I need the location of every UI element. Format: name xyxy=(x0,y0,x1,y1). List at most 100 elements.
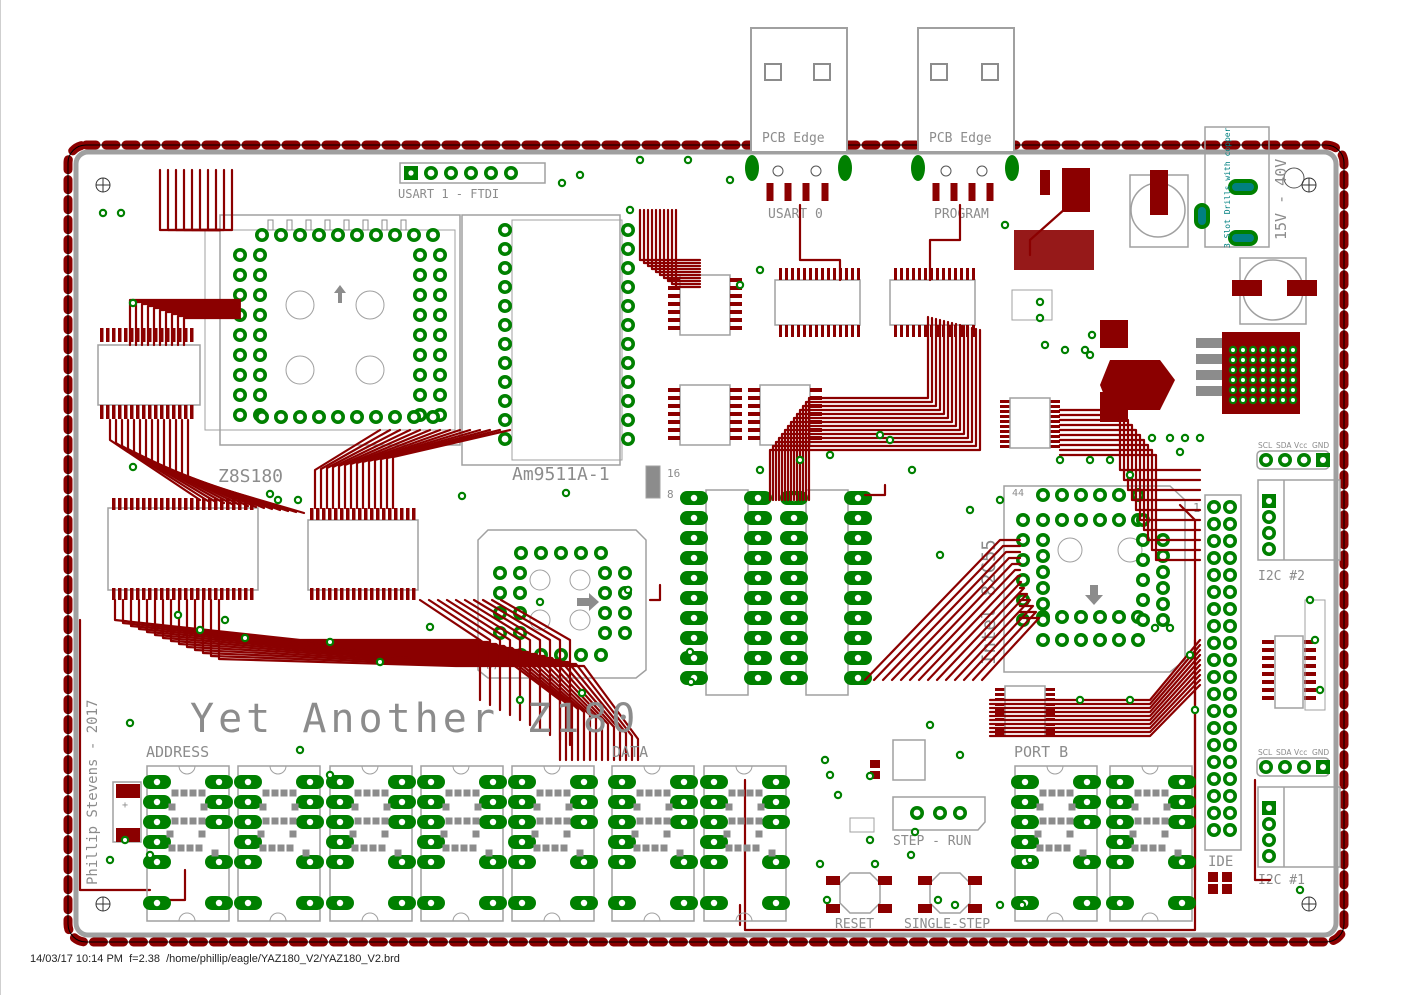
display-segment xyxy=(351,803,359,811)
cpu-pin xyxy=(433,308,447,322)
pcb-edge-label: PCB Edge xyxy=(762,131,825,146)
power-module-via xyxy=(1278,355,1288,365)
flash-chip-2 xyxy=(307,519,419,591)
single-step-button[interactable] xyxy=(918,872,982,914)
display-notch xyxy=(735,765,753,775)
ide-pin xyxy=(1207,823,1221,837)
ic-pin xyxy=(394,508,398,520)
trace xyxy=(798,203,842,282)
tssop-pins xyxy=(100,328,416,600)
ic-pin xyxy=(322,588,326,600)
ic-pin xyxy=(748,436,760,440)
ic-pin xyxy=(936,325,939,337)
ide-pin xyxy=(1207,551,1221,565)
apu-pin16-label: 16 xyxy=(667,467,680,480)
dip-pin xyxy=(680,631,708,645)
slot-drill-note: 3 Slot Drills with copper xyxy=(1223,127,1232,248)
power-module-via xyxy=(1278,375,1288,385)
trace xyxy=(988,653,1202,714)
ide-pin xyxy=(1223,568,1237,582)
trace xyxy=(158,308,242,347)
ic-pin xyxy=(154,405,158,419)
via xyxy=(457,491,467,501)
ic-pin xyxy=(322,508,326,520)
display-pin xyxy=(570,815,598,829)
display-pin xyxy=(479,855,507,869)
trace xyxy=(126,418,226,505)
ic-pin xyxy=(226,588,230,600)
dip-pin xyxy=(680,591,708,605)
seven-segment-display xyxy=(508,765,598,922)
data-label: DATA xyxy=(612,743,648,761)
ide-pin xyxy=(1207,670,1221,684)
display-segment xyxy=(576,849,584,857)
trace xyxy=(325,428,402,510)
cpu-pin xyxy=(331,410,345,424)
cpu-pin xyxy=(413,348,427,362)
dip-pin xyxy=(744,491,772,505)
display-segment xyxy=(289,817,297,825)
cpu-pin xyxy=(293,410,307,424)
display-segment xyxy=(394,849,402,857)
cpu-pin xyxy=(407,410,421,424)
via xyxy=(623,585,633,595)
ic-pin xyxy=(136,328,140,342)
trace xyxy=(789,321,954,502)
cpu-pin xyxy=(253,368,267,382)
trace xyxy=(953,598,1032,682)
reset-button[interactable] xyxy=(826,872,892,914)
ic-pin xyxy=(1000,430,1010,433)
trace xyxy=(343,428,432,510)
ic-pin xyxy=(960,325,963,337)
ic-pin xyxy=(166,498,170,510)
ic-pin xyxy=(900,268,903,280)
display-pin xyxy=(570,775,598,789)
trace xyxy=(1178,503,1197,882)
display-segment xyxy=(565,803,573,811)
ide-pin xyxy=(1207,602,1221,616)
i2c-pin-label: SDA xyxy=(1276,441,1292,450)
ic-pin xyxy=(803,268,806,280)
trace xyxy=(472,598,542,732)
cpu-pin xyxy=(255,228,269,242)
dip-pin xyxy=(844,531,872,545)
cpu-pin xyxy=(253,348,267,362)
ic-pin xyxy=(160,328,164,342)
ic-pin xyxy=(376,588,380,600)
via xyxy=(1017,900,1027,910)
display-segment xyxy=(259,844,267,852)
ic-pin xyxy=(148,498,152,510)
display-pin xyxy=(762,815,790,829)
plcc-pin xyxy=(574,546,588,560)
dip-socket-pins xyxy=(680,491,872,685)
display-segment xyxy=(354,817,362,825)
ide-pin xyxy=(1223,636,1237,650)
plcc-pin xyxy=(574,648,588,662)
ic-pin xyxy=(1050,435,1060,438)
ppi-pin xyxy=(1074,513,1088,527)
cpu-pin xyxy=(293,228,307,242)
trace xyxy=(148,868,187,902)
ic-pin xyxy=(130,405,134,419)
ic-pin xyxy=(810,388,822,392)
via xyxy=(833,790,843,800)
ide-pin xyxy=(1207,653,1221,667)
trace xyxy=(337,428,422,510)
display-notch xyxy=(543,765,561,775)
display-pin xyxy=(388,795,416,809)
display-segment xyxy=(1054,844,1062,852)
plcc32-socket xyxy=(477,529,647,679)
trace xyxy=(783,323,962,502)
display-pin xyxy=(700,775,728,789)
step-run-switch[interactable] xyxy=(892,796,986,831)
seven-segment-displays xyxy=(143,765,1196,922)
plcc-pin xyxy=(618,626,632,640)
display-segment xyxy=(268,844,276,852)
via xyxy=(1125,695,1135,705)
ic-pin xyxy=(1050,425,1060,428)
cpu-pin xyxy=(233,368,247,382)
display-segment xyxy=(445,789,453,797)
cpu-pin xyxy=(413,308,427,322)
ppi-pin xyxy=(1156,581,1170,595)
